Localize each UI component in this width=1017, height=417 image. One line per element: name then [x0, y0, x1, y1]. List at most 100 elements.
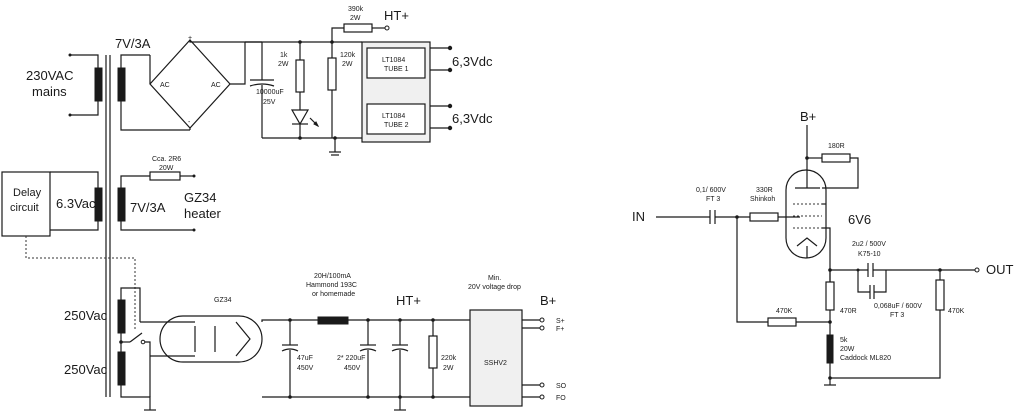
- label-delay: Delay: [13, 187, 42, 199]
- label-c2u2: 2u2 / 500V: [852, 241, 886, 248]
- bridge-rectifier: [149, 39, 262, 130]
- label-7v-top: 7V/3A: [115, 36, 151, 51]
- label-circuit: circuit: [10, 202, 39, 214]
- label-mains2: mains: [32, 84, 67, 99]
- label-so: SO: [556, 383, 567, 390]
- label-6v3dc-1: 6,3Vdc: [452, 54, 493, 69]
- tube-6v6: [785, 136, 859, 282]
- label-7v-mid: 7V/3A: [130, 200, 166, 215]
- label-r330: 330R: [756, 187, 773, 194]
- resistor-390k: [331, 23, 390, 42]
- label-r2r6: Cca. 2R6: [152, 156, 181, 163]
- winding-250v-a: [117, 287, 141, 334]
- label-r470r: 470R: [840, 308, 857, 315]
- label-6v3dc-2: 6,3Vdc: [452, 111, 493, 126]
- label-ac1: AC: [160, 82, 170, 89]
- label-out: OUT: [986, 262, 1014, 277]
- label-r470k-right: 470K: [948, 308, 965, 315]
- label-in: IN: [632, 209, 645, 224]
- label-lt1084-2: LT1084: [382, 113, 405, 120]
- label-bplus-psu: B+: [540, 293, 556, 308]
- input-wire: [656, 210, 830, 327]
- label-sshv2: SSHV2: [484, 360, 507, 367]
- label-htplus-top: HT+: [384, 8, 409, 23]
- switch: [121, 332, 151, 397]
- label-gz34-heater: GZ34: [184, 190, 217, 205]
- label-r390k: 390k: [348, 6, 364, 13]
- label-tube2: TUBE 2: [384, 122, 409, 129]
- label-r5k-w: 20W: [840, 346, 855, 353]
- label-r5k: 5k: [840, 337, 848, 344]
- label-r5k-brand: Caddock ML820: [840, 355, 891, 362]
- label-c47: 47uF: [297, 355, 313, 362]
- transformer-core: [105, 55, 111, 397]
- winding-7v-gz34: [117, 171, 196, 232]
- label-mains: 230VAC: [26, 68, 73, 83]
- label-6v6: 6V6: [848, 212, 871, 227]
- label-cin-type: FT 3: [706, 196, 720, 203]
- sshv2-module: [469, 309, 545, 407]
- label-250v-a: 250Vac: [64, 308, 108, 323]
- label-6v3ac: 6.3Vac: [56, 196, 96, 211]
- cap-47uf: [281, 320, 299, 397]
- cap-third: [391, 320, 409, 411]
- label-ac2: AC: [211, 82, 221, 89]
- label-heater: heater: [184, 206, 222, 221]
- label-lt1084-1: LT1084: [382, 57, 405, 64]
- label-r220k: 220k: [441, 355, 457, 362]
- label-minus: -: [188, 119, 191, 126]
- label-r1k-w: 2W: [278, 61, 289, 68]
- label-r120k-w: 2W: [342, 61, 353, 68]
- cathode-network: [824, 263, 980, 386]
- label-choke-alt: or homemade: [312, 291, 355, 298]
- label-plus: +: [188, 35, 192, 42]
- label-htplus-bottom: HT+: [396, 293, 421, 308]
- label-fplus: F+: [556, 326, 564, 333]
- label-c068: 0,068uF / 600V: [874, 303, 922, 310]
- label-choke: 20H/100mA: [314, 273, 351, 280]
- label-cap10000-v: 25V: [263, 99, 276, 106]
- label-fo: FO: [556, 395, 566, 402]
- regulator-module: [332, 41, 453, 143]
- cap-10000uf: [249, 42, 275, 138]
- label-splus: S+: [556, 318, 565, 325]
- label-cap10000: 10000uF: [256, 89, 284, 96]
- label-cin: 0,1/ 600V: [696, 187, 726, 194]
- winding-6v3: [50, 171, 103, 231]
- bplus-6v6: [805, 125, 851, 163]
- label-r470k-left: 470K: [776, 308, 793, 315]
- label-r1k: 1k: [280, 52, 288, 59]
- resistor-1k: [295, 42, 305, 110]
- label-r120k: 120k: [340, 52, 356, 59]
- delay-dashed-link: [25, 236, 136, 330]
- label-r220k-w: 2W: [443, 365, 454, 372]
- labels: 230VAC mains 6.3Vac 250Vac 250Vac 7V/3A …: [10, 6, 1014, 402]
- label-250v-b: 250Vac: [64, 362, 108, 377]
- label-c220-v: 450V: [344, 365, 361, 372]
- label-r180: 180R: [828, 143, 845, 150]
- gz34-tube: [140, 315, 320, 363]
- delay-circuit-box: [1, 171, 51, 237]
- cap-2x220uf: [359, 320, 377, 397]
- top-rail: [245, 41, 362, 156]
- led: [290, 109, 320, 138]
- label-min: Min.: [488, 275, 501, 282]
- label-c068-type: FT 3: [890, 312, 904, 319]
- label-c47-v: 450V: [297, 365, 314, 372]
- secondary-winding-7v-top: [117, 54, 190, 131]
- label-r2r6-w: 20W: [159, 165, 174, 172]
- label-voltage-drop: 20V voltage drop: [468, 284, 521, 291]
- label-bplus-amp: B+: [800, 109, 816, 124]
- label-choke-model: Hammond 193C: [306, 282, 357, 289]
- label-c220: 2* 220uF: [337, 355, 365, 362]
- resistor-220k: [428, 320, 438, 397]
- choke: [317, 316, 470, 325]
- resistor-120k: [327, 42, 337, 138]
- label-r330-brand: Shinkoh: [750, 196, 775, 203]
- label-c2u2-type: K75-10: [858, 251, 881, 258]
- primary-winding: [68, 53, 103, 117]
- label-r390k-w: 2W: [350, 15, 361, 22]
- label-gz34-tube: GZ34: [214, 297, 232, 304]
- label-tube1: TUBE 1: [384, 66, 409, 73]
